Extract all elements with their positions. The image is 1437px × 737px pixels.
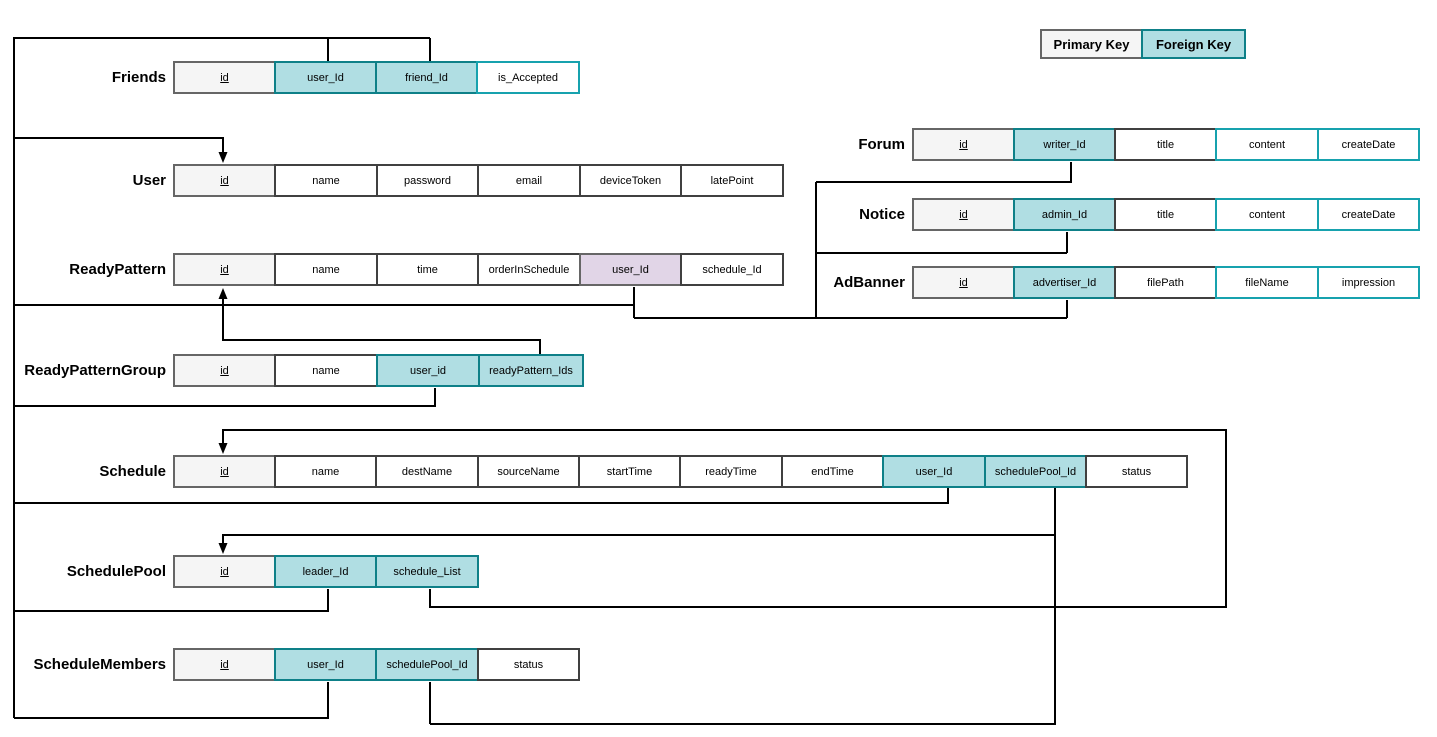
field-forum-writer_Id[interactable]: writer_Id <box>1013 128 1116 161</box>
field-user-deviceToken[interactable]: deviceToken <box>579 164 682 197</box>
field-forum-content[interactable]: content <box>1215 128 1319 161</box>
field-readypattern-orderInSchedule[interactable]: orderInSchedule <box>477 253 581 286</box>
connector-lines-readypattern-web <box>222 297 541 354</box>
field-user-id[interactable]: id <box>173 164 276 197</box>
legend-primary-key[interactable]: Primary Key <box>1040 29 1143 59</box>
field-schedule-id[interactable]: id <box>173 455 276 488</box>
field-readypatterngroup-readyPattern_Ids[interactable]: readyPattern_Ids <box>478 354 584 387</box>
field-schedule-readyTime[interactable]: readyTime <box>679 455 783 488</box>
field-readypatterngroup-name[interactable]: name <box>274 354 378 387</box>
field-user-name[interactable]: name <box>274 164 378 197</box>
field-adbanner-impression[interactable]: impression <box>1317 266 1420 299</box>
arrowhead-into-readypattern-id <box>218 288 228 299</box>
table-label-schedulemembers[interactable]: ScheduleMembers <box>33 656 166 673</box>
field-adbanner-id[interactable]: id <box>912 266 1015 299</box>
table-label-notice[interactable]: Notice <box>859 206 905 223</box>
field-readypatterngroup-user_id[interactable]: user_id <box>376 354 480 387</box>
connector-lines-schedulepool-web <box>222 488 1056 725</box>
field-user-latePoint[interactable]: latePoint <box>680 164 784 197</box>
field-notice-id[interactable]: id <box>912 198 1015 231</box>
table-label-readypatterngroup[interactable]: ReadyPatternGroup <box>24 362 166 379</box>
field-schedule-user_Id[interactable]: user_Id <box>882 455 986 488</box>
field-schedulepool-leader_Id[interactable]: leader_Id <box>274 555 377 588</box>
field-schedulepool-schedule_List[interactable]: schedule_List <box>375 555 479 588</box>
field-schedule-startTime[interactable]: startTime <box>578 455 681 488</box>
table-label-adbanner[interactable]: AdBanner <box>833 274 905 291</box>
field-friends-is_Accepted[interactable]: is_Accepted <box>476 61 580 94</box>
field-schedule-sourceName[interactable]: sourceName <box>477 455 580 488</box>
field-forum-createDate[interactable]: createDate <box>1317 128 1420 161</box>
field-user-password[interactable]: password <box>376 164 479 197</box>
field-notice-content[interactable]: content <box>1215 198 1319 231</box>
field-friends-id[interactable]: id <box>173 61 276 94</box>
field-adbanner-filePath[interactable]: filePath <box>1114 266 1217 299</box>
field-schedule-name[interactable]: name <box>274 455 377 488</box>
table-label-user[interactable]: User <box>132 172 166 189</box>
table-label-readypattern[interactable]: ReadyPattern <box>69 261 166 278</box>
field-adbanner-fileName[interactable]: fileName <box>1215 266 1319 299</box>
field-adbanner-advertiser_Id[interactable]: advertiser_Id <box>1013 266 1116 299</box>
table-label-forum[interactable]: Forum <box>858 136 905 153</box>
connector-web-to-readypattern-id <box>218 288 541 354</box>
field-forum-id[interactable]: id <box>912 128 1015 161</box>
arrowhead-into-schedulepool-id <box>218 543 228 554</box>
field-user-email[interactable]: email <box>477 164 581 197</box>
field-readypattern-schedule_Id[interactable]: schedule_Id <box>680 253 784 286</box>
arrowhead-into-user-id <box>218 152 228 163</box>
field-notice-title[interactable]: title <box>1114 198 1217 231</box>
field-notice-createDate[interactable]: createDate <box>1317 198 1420 231</box>
field-schedulemembers-user_Id[interactable]: user_Id <box>274 648 377 681</box>
field-schedule-destName[interactable]: destName <box>375 455 479 488</box>
table-label-friends[interactable]: Friends <box>111 69 166 86</box>
field-schedule-endTime[interactable]: endTime <box>781 455 884 488</box>
field-readypattern-time[interactable]: time <box>376 253 479 286</box>
field-notice-admin_Id[interactable]: admin_Id <box>1013 198 1116 231</box>
table-label-schedule[interactable]: Schedule <box>99 463 166 480</box>
field-friends-user_Id[interactable]: user_Id <box>274 61 377 94</box>
field-schedulemembers-id[interactable]: id <box>173 648 276 681</box>
legend-foreign-key[interactable]: Foreign Key <box>1141 29 1246 59</box>
field-forum-title[interactable]: title <box>1114 128 1217 161</box>
field-readypattern-user_Id[interactable]: user_Id <box>579 253 682 286</box>
arrowhead-into-schedule-id <box>218 443 228 454</box>
table-label-schedulepool[interactable]: SchedulePool <box>66 563 166 580</box>
field-readypattern-name[interactable]: name <box>274 253 378 286</box>
field-friends-friend_Id[interactable]: friend_Id <box>375 61 478 94</box>
field-readypattern-id[interactable]: id <box>173 253 276 286</box>
field-readypatterngroup-id[interactable]: id <box>173 354 276 387</box>
field-schedulemembers-schedulePool_Id[interactable]: schedulePool_Id <box>375 648 479 681</box>
field-schedulepool-id[interactable]: id <box>173 555 276 588</box>
field-schedule-schedulePool_Id[interactable]: schedulePool_Id <box>984 455 1087 488</box>
field-schedulemembers-status[interactable]: status <box>477 648 580 681</box>
field-schedule-status[interactable]: status <box>1085 455 1188 488</box>
connector-web-to-schedulepool-id <box>218 488 1056 725</box>
